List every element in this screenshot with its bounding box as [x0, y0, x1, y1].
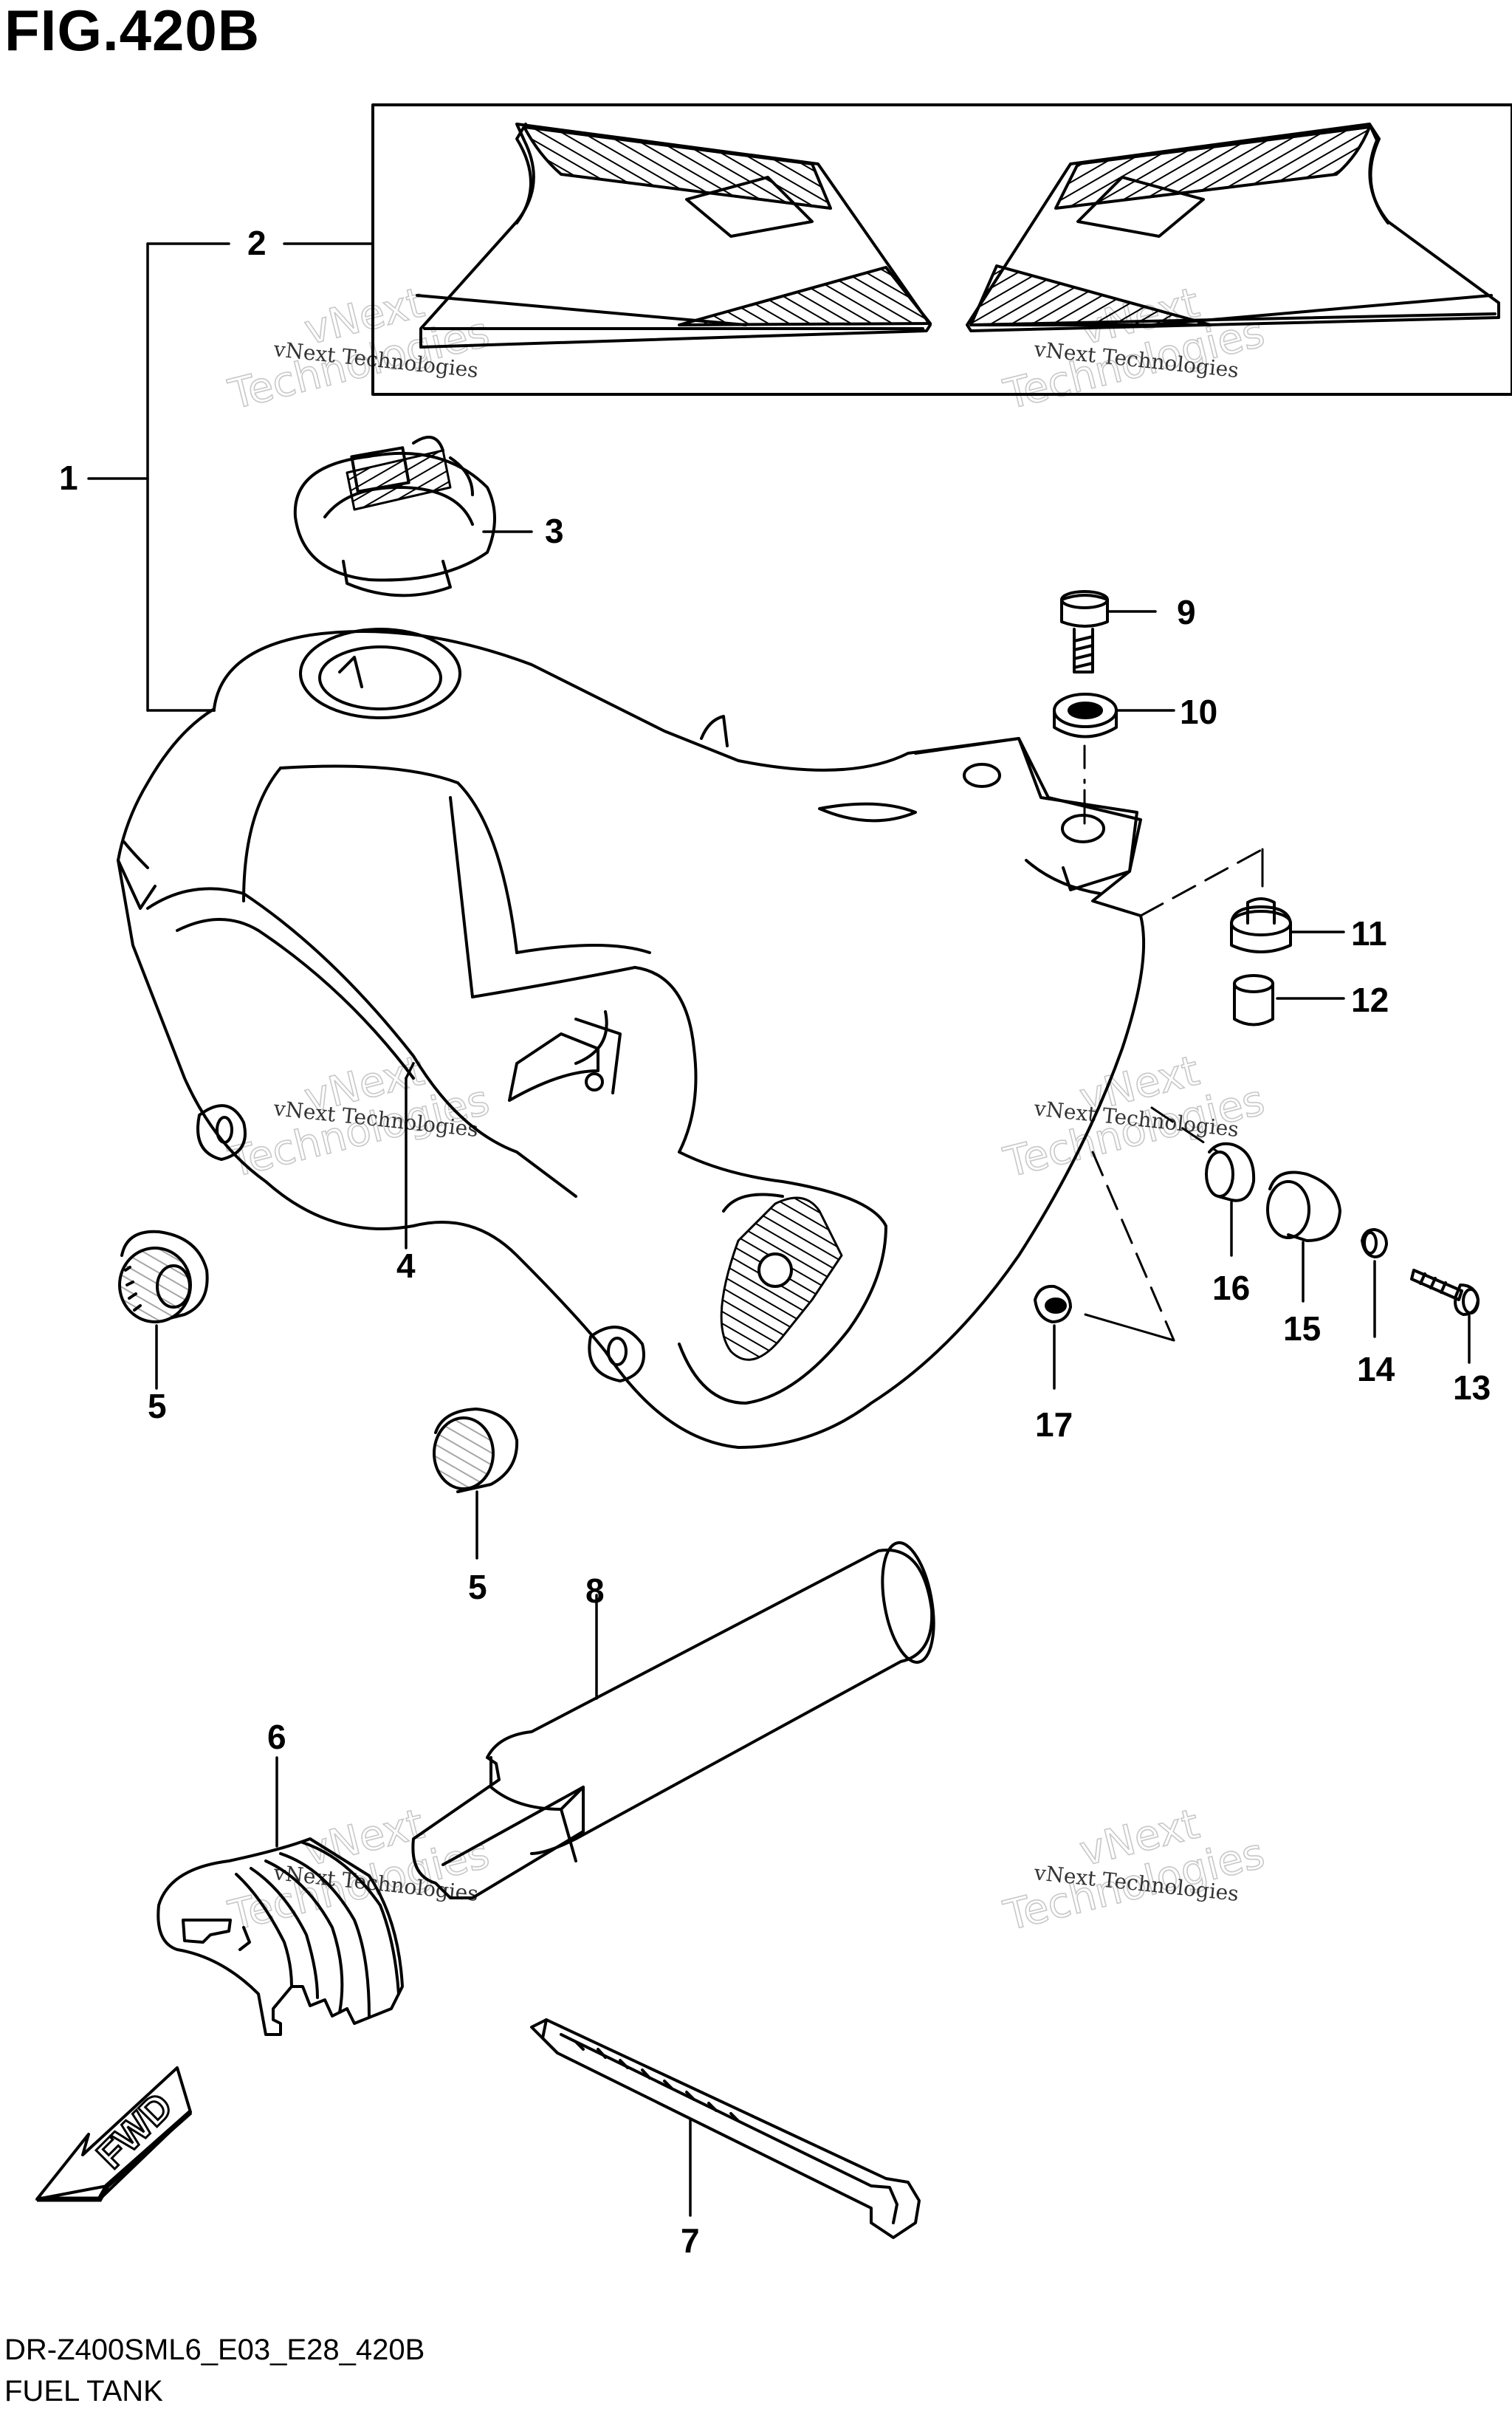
watermark-1: vNext Technologies [224, 278, 495, 420]
washer-10 [1053, 693, 1175, 738]
callout-10: 10 [1180, 693, 1217, 731]
decal-left-hatch-top [523, 126, 832, 210]
callout-14: 14 [1357, 1350, 1395, 1388]
cushion-5-right [433, 1408, 519, 1560]
cushion-16 [1205, 1142, 1256, 1257]
bolt-13 [1410, 1269, 1480, 1364]
fuel-neck-inner [318, 645, 442, 710]
fuel-cap [293, 436, 533, 597]
model-code: DR-Z400SML6_E03_E28_420B [4, 2334, 425, 2366]
callout-4: 4 [396, 1247, 416, 1285]
callout-numbers: 1 2 3 4 5 5 6 7 8 9 10 11 12 13 14 15 16… [59, 224, 1491, 2260]
nut-14 [1361, 1228, 1388, 1338]
cable-tie-7 [530, 2018, 921, 2239]
callout-12: 12 [1351, 981, 1389, 1019]
rear-mount-bracket [914, 737, 1138, 891]
callout-bracket-1-2 [87, 242, 374, 712]
decal-right-hatch-bottom [969, 264, 1212, 326]
callout-7: 7 [681, 2221, 700, 2260]
callout-6: 6 [267, 1718, 286, 1756]
fuel-neck-outer [299, 628, 461, 719]
decal-set [371, 103, 1512, 396]
decal-right-hatch-top [1054, 126, 1371, 210]
callout-17: 17 [1035, 1405, 1073, 1444]
fuel-tank [117, 628, 1146, 1449]
cushion-15 [1266, 1170, 1341, 1303]
watermark-group: vNext Technologies vNext Technologies vN… [224, 278, 1270, 1941]
callout-9: 9 [1177, 593, 1196, 631]
callout-2: 2 [247, 224, 267, 262]
callout-13: 13 [1453, 1368, 1491, 1407]
collar-12 [1233, 974, 1345, 1026]
cushion-5-left [118, 1230, 209, 1390]
decal-left-hatch-bottom [678, 266, 932, 326]
dash-line-lower [1084, 1106, 1220, 1342]
watermark-6: vNext Technologies [999, 1800, 1270, 1941]
protector-6 [157, 1756, 404, 2036]
fuel-cap-key-hatch [346, 449, 452, 511]
callout-5a: 5 [148, 1387, 167, 1425]
fwd-arrow: FWD [35, 2066, 193, 2202]
dash-line-11 [1139, 848, 1264, 917]
cushion-11 [1230, 897, 1345, 953]
bolt-9 [1060, 590, 1157, 673]
decal-frame [371, 103, 1512, 396]
fuel-tank-outline [117, 630, 1146, 1449]
rear-mount-hole [963, 763, 1001, 788]
grommet-17 [1034, 1284, 1072, 1390]
callout-8: 8 [585, 1571, 605, 1610]
callout-11: 11 [1351, 914, 1387, 953]
callout-5b: 5 [468, 1568, 487, 1606]
insulation-tube-8 [411, 1541, 935, 1899]
callout-15: 15 [1283, 1309, 1321, 1348]
callout-16: 16 [1212, 1269, 1250, 1307]
callout-1: 1 [59, 459, 78, 497]
figure-caption: FUEL TANK [4, 2375, 163, 2407]
figure-title: FIG.420B [4, 0, 261, 63]
callout-3: 3 [545, 512, 564, 550]
